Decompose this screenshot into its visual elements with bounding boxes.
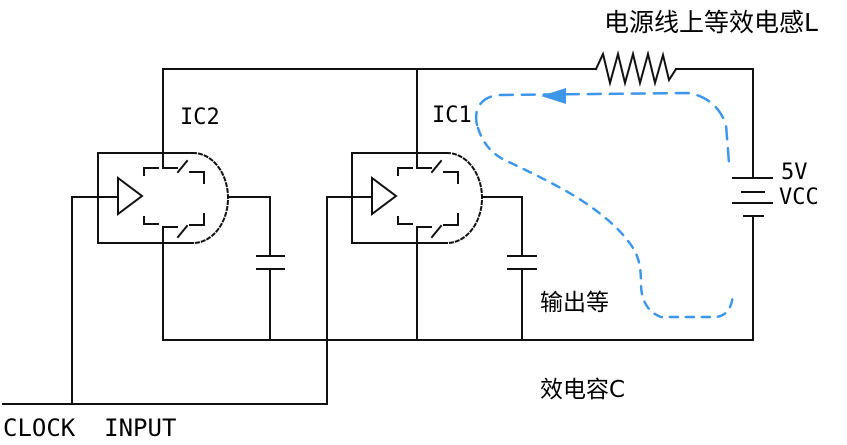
ic2-break-slash-bottom — [176, 224, 189, 239]
ic1-package-rect — [351, 152, 448, 244]
output-cap-label: 输出等 效电容C 50pf — [540, 231, 625, 445]
current-loop-top-path — [474, 91, 731, 165]
ic2-triangle-flag-bottom — [143, 216, 159, 225]
ic1-gate-symbol — [351, 151, 483, 245]
ic1-triangle-flag-top — [397, 167, 413, 176]
wiring — [2, 50, 773, 405]
battery-icon — [732, 177, 773, 217]
ic2-output-wire — [227, 196, 271, 257]
ic2-capacitor-icon — [256, 255, 285, 270]
ic1-break-slash-bottom — [430, 224, 443, 239]
ic2-inverter-triangle-icon — [117, 176, 144, 216]
ic2-gate-arc — [191, 151, 229, 245]
inductor-icon — [594, 50, 678, 87]
ic2-package-rect — [97, 152, 194, 244]
ic2-vdd-line — [162, 68, 178, 341]
ic1-triangle-flag-bottom — [397, 216, 413, 225]
ic1-break-slash-top — [430, 159, 443, 174]
ic1-output-wire — [481, 196, 523, 257]
supply-voltage-label: 5V — [781, 160, 808, 185]
ic1-vdd-line — [416, 68, 432, 341]
ic1-capacitor-icon — [507, 255, 537, 270]
ic2-triangle-flag-top — [143, 167, 159, 176]
output-cap-label-line2: 效电容C — [540, 377, 626, 403]
ic2-gate-symbol — [97, 151, 229, 245]
ic1-label: IC1 — [432, 103, 472, 128]
ic1-gate-arc — [445, 151, 483, 245]
ic2-bracket-top — [189, 171, 205, 184]
ic2-break-slash-top — [176, 159, 189, 174]
ic2-label: IC2 — [180, 105, 220, 130]
current-loop-return-path — [476, 126, 735, 319]
ic1-bracket-bottom — [443, 213, 459, 226]
current-loop — [474, 88, 735, 319]
output-cap-label-line1: 输出等 — [540, 290, 609, 316]
ic2-bracket-bottom — [189, 213, 205, 226]
ic1-bracket-top — [443, 171, 459, 184]
clock-input-label: CLOCK INPUT — [3, 414, 177, 442]
inductor-label: 电源线上等效电感L — [604, 8, 818, 37]
ic1-input-wire — [326, 196, 373, 405]
ic1-inverter-triangle-icon — [371, 176, 398, 216]
ic2-input-wire — [71, 196, 119, 405]
supply-name-label: VCC — [779, 185, 819, 210]
current-direction-arrow-icon — [541, 88, 566, 104]
